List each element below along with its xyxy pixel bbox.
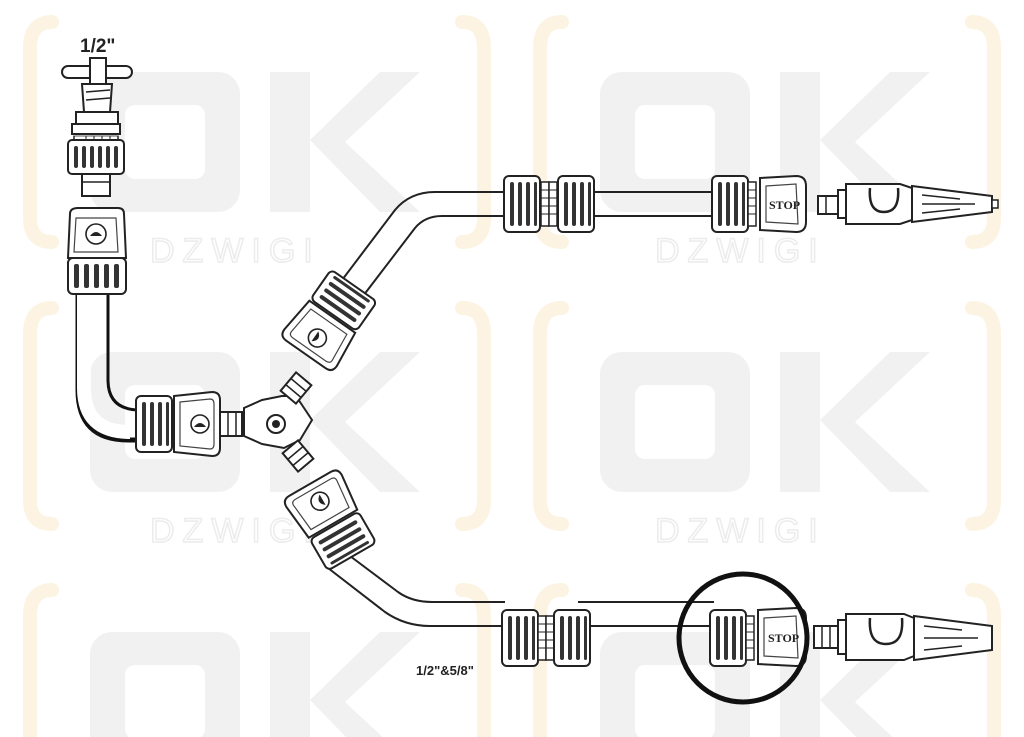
tap-assembly: 1/2" bbox=[61, 36, 133, 197]
upper-repair-coupling bbox=[503, 175, 595, 233]
watermark-text: DZWIGI bbox=[655, 512, 826, 550]
highlight-ring bbox=[676, 571, 810, 705]
upper-stop-connector: STOP bbox=[711, 174, 807, 234]
watermark-text: DZWIGI bbox=[655, 232, 826, 270]
tap-nipple bbox=[81, 173, 111, 197]
watermark-text: DZWIGI bbox=[150, 512, 321, 550]
elbow-quick-connector bbox=[135, 391, 243, 457]
y-splitter bbox=[243, 370, 315, 474]
lower-stop-connector: STOP bbox=[709, 606, 807, 668]
lower-repair-coupling: 1/2"&5/8" bbox=[416, 609, 591, 678]
tap-size-label: 1/2" bbox=[80, 36, 115, 57]
stop-label-upper: STOP bbox=[769, 198, 800, 212]
upper-spray-nozzle bbox=[817, 183, 999, 225]
hose-size-label: 1/2"&5/8" bbox=[416, 663, 474, 678]
lower-spray-nozzle bbox=[813, 613, 993, 662]
watermark-text: DZWIGI bbox=[150, 232, 321, 270]
hoses bbox=[75, 191, 715, 627]
tap-quick-connector bbox=[66, 207, 128, 295]
stop-label-lower: STOP bbox=[768, 631, 799, 645]
